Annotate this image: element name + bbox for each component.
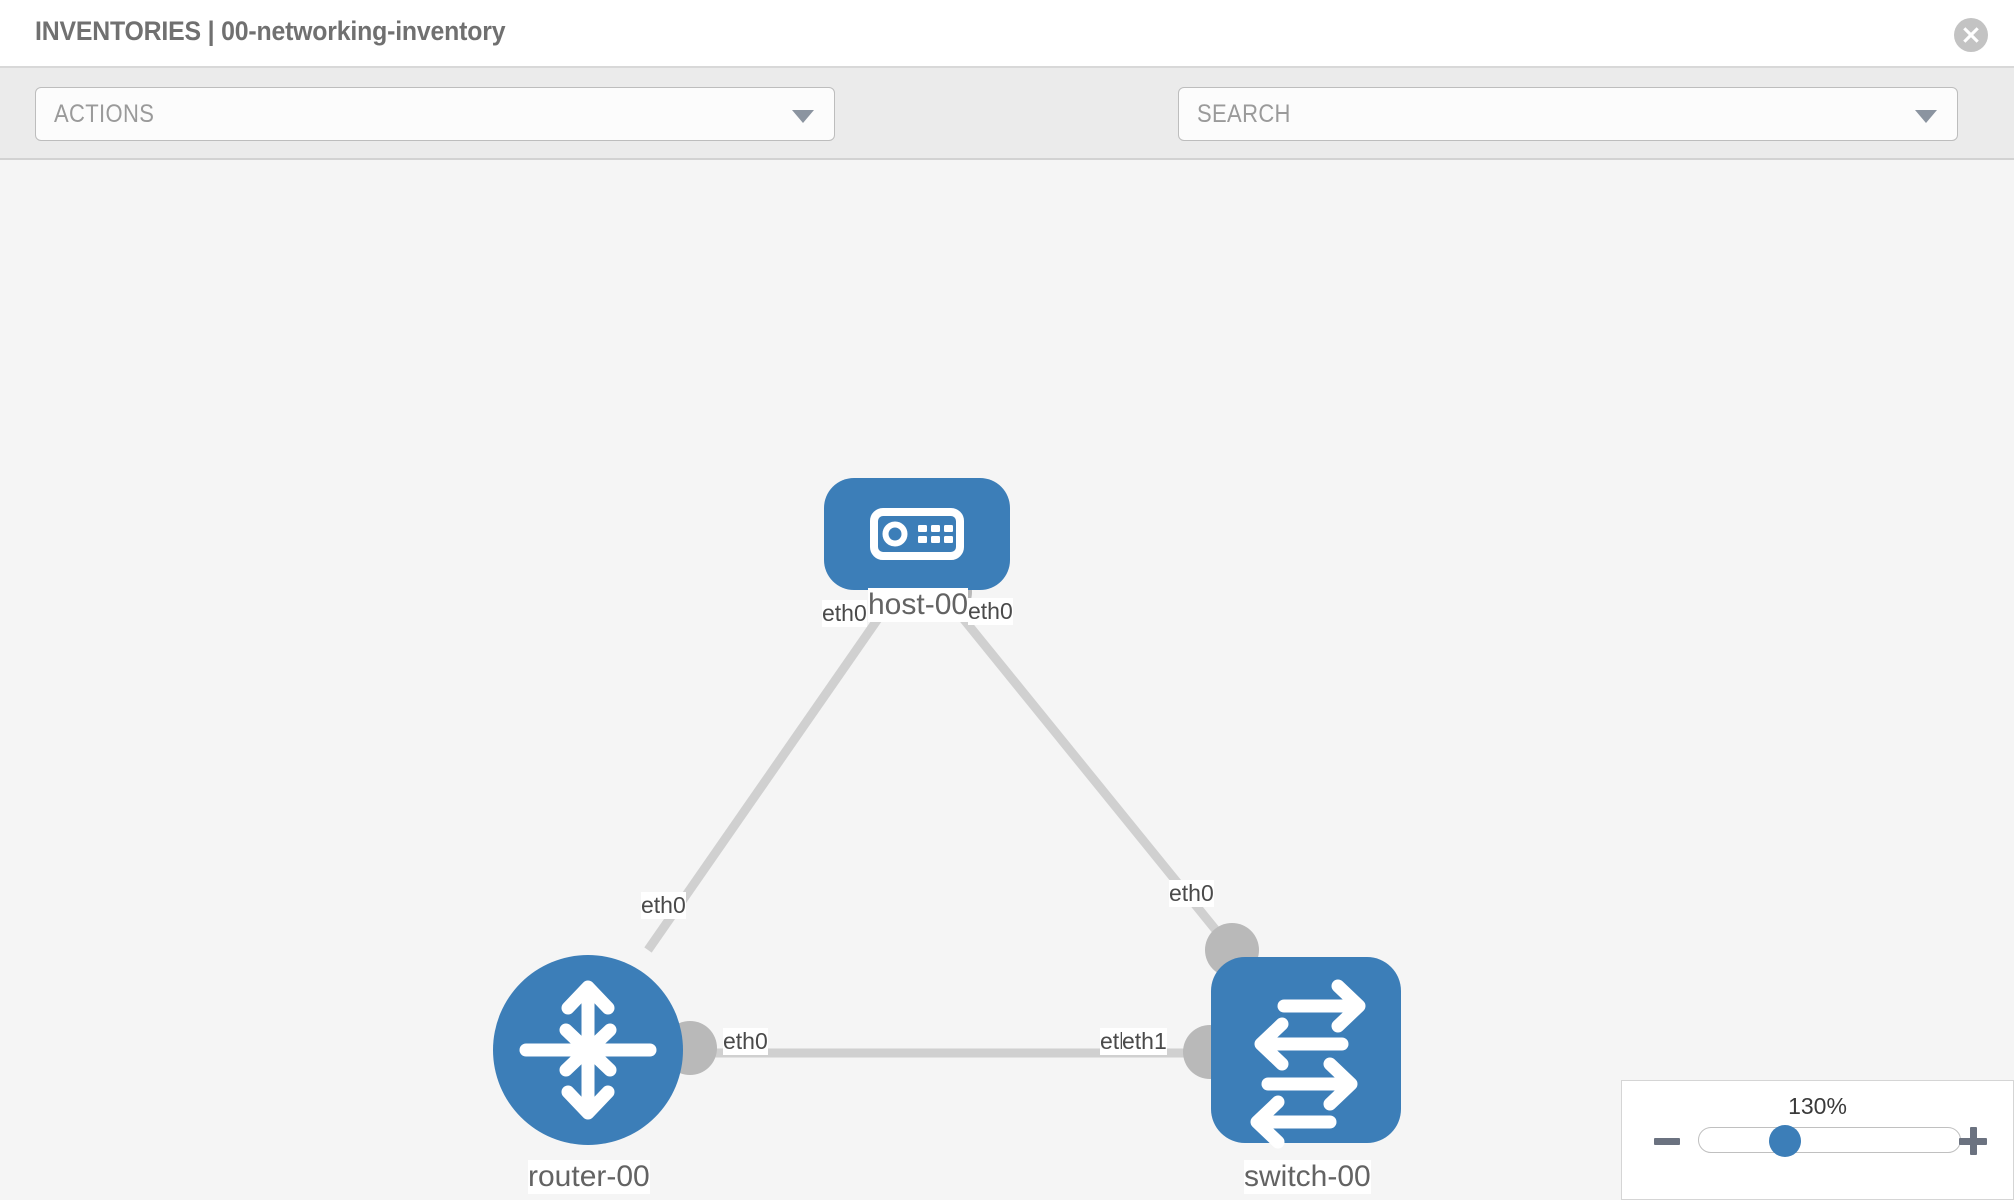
minus-icon[interactable] (1654, 1138, 1680, 1145)
actions-dropdown-label: ACTIONS (54, 100, 155, 128)
close-icon[interactable] (1954, 18, 1988, 52)
link-host00-router00 (644, 587, 902, 953)
search-placeholder: SEARCH (1197, 100, 1291, 128)
switch-arrows-icon (1250, 979, 1366, 1149)
plus-icon[interactable] (1959, 1127, 1987, 1155)
page-title: INVENTORIES | 00-networking-inventory (35, 16, 506, 46)
interface-label-router00-eth0-right: eth0 (723, 1028, 768, 1055)
topology-links (644, 587, 1236, 1058)
zoom-control: 130% (1621, 1080, 2014, 1200)
node-label-switch-00: switch-00 (1244, 1160, 1371, 1194)
topology-connectors (663, 565, 1259, 1079)
node-router-00 (493, 955, 683, 1145)
chevron-down-icon[interactable] (1915, 110, 1937, 123)
server-appliance-icon (870, 508, 964, 560)
zoom-slider-thumb[interactable] (1769, 1125, 1801, 1157)
zoom-slider-track[interactable] (1698, 1127, 1961, 1153)
interface-label-host00-eth0-right: eth0 (968, 598, 1013, 625)
interface-label-router00-eth0-up: eth0 (641, 892, 686, 919)
interface-label-switch00-eth0-up: eth0 (1169, 880, 1214, 907)
actions-dropdown[interactable]: ACTIONS (35, 87, 835, 141)
search-input[interactable]: SEARCH (1178, 87, 1958, 141)
topology-graph (493, 478, 1401, 1149)
page-header: INVENTORIES | 00-networking-inventory (0, 0, 2014, 68)
chevron-down-icon (792, 110, 814, 123)
toolbar: ACTIONS SEARCH (0, 68, 2014, 205)
node-label-router-00: router-00 (528, 1160, 650, 1194)
zoom-level-value: 130% (1788, 1093, 1847, 1119)
interface-label-switch00-eth1-left: eth1 (1122, 1028, 1167, 1055)
node-label-host-00: host-00 (868, 588, 969, 622)
node-switch-00 (1211, 957, 1401, 1149)
interface-label-host00-eth0-left: eth0 (822, 600, 867, 627)
router-arrows-icon (519, 980, 657, 1120)
topology-canvas[interactable]: eth0 eth0 eth0 eth0 eth0 eth0 eth1 host-… (0, 160, 2014, 1200)
node-host-00 (824, 478, 1010, 590)
